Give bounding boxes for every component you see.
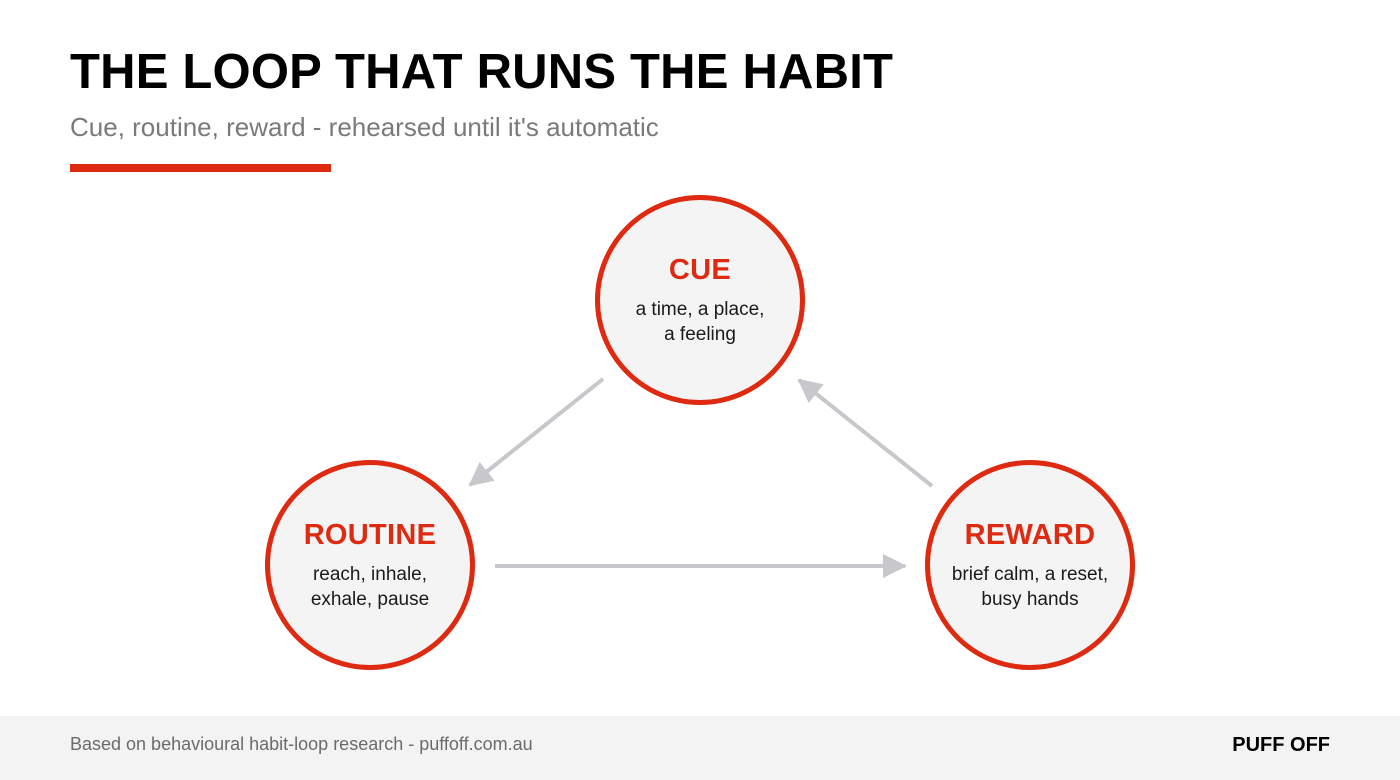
footer-source: Based on behavioural habit-loop research… <box>70 734 533 754</box>
node-routine-title: ROUTINE <box>303 518 437 551</box>
node-routine: ROUTINE reach, inhale, exhale, pause <box>265 460 475 670</box>
edge-reward-to-cue <box>797 378 934 488</box>
page-subtitle: Cue, routine, reward - rehearsed until i… <box>70 112 659 142</box>
node-cue-description: a time, a place, a feeling <box>635 298 765 345</box>
footer: Based on behavioural habit-loop research… <box>0 716 1400 780</box>
accent-bar-fill <box>70 164 331 172</box>
edge-cue-to-routine <box>468 377 605 487</box>
page-title: THE LOOP THAT RUNS THE HABIT <box>70 45 894 99</box>
node-reward: REWARD brief calm, a reset, busy hands <box>925 460 1135 670</box>
node-cue: CUE a time, a place, a feeling <box>595 195 805 405</box>
node-routine-description: reach, inhale, exhale, pause <box>310 563 430 610</box>
node-reward-description: brief calm, a reset, busy hands <box>951 563 1109 610</box>
footer-brand: PUFF OFF <box>1232 734 1330 756</box>
node-reward-title: REWARD <box>964 518 1096 551</box>
node-cue-title: CUE <box>668 253 732 286</box>
accent-bar <box>70 164 331 172</box>
